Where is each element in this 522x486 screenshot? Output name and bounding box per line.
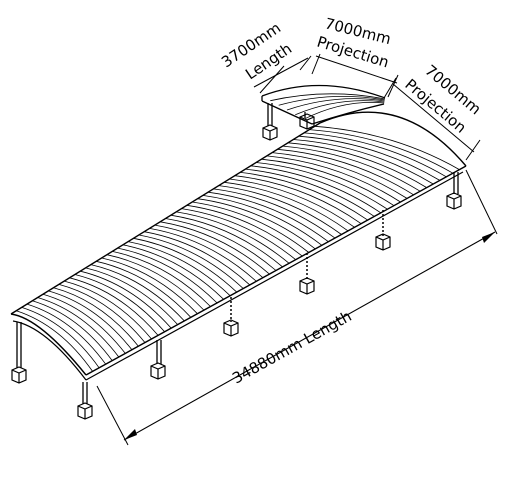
roof-rib bbox=[101, 257, 198, 314]
roof-rib bbox=[21, 307, 100, 369]
main-canopy bbox=[10, 111, 467, 381]
roof-rib bbox=[106, 254, 205, 311]
roof-rib bbox=[266, 155, 401, 203]
roof-rib bbox=[138, 234, 244, 289]
roof-rib bbox=[122, 244, 224, 300]
roof-rib bbox=[80, 270, 172, 329]
roof-rib bbox=[96, 260, 192, 318]
roof-rib bbox=[234, 175, 362, 225]
roof-rib bbox=[176, 211, 290, 264]
roof-rib bbox=[295, 100, 385, 116]
roof-rib bbox=[282, 145, 421, 192]
roof-rib bbox=[160, 221, 270, 275]
main-length-label: 34880mm Length bbox=[229, 307, 354, 387]
roof-rib bbox=[117, 247, 218, 304]
roof-rib bbox=[240, 172, 368, 221]
small-canopy-ribs bbox=[270, 93, 385, 120]
roof-rib bbox=[64, 280, 152, 340]
roof-rib bbox=[256, 162, 388, 210]
roof-rib bbox=[26, 303, 107, 365]
roof-rib bbox=[277, 148, 414, 196]
roof-rib bbox=[272, 152, 408, 199]
roof-rib bbox=[314, 125, 460, 170]
roof-rib bbox=[53, 287, 139, 347]
roof-rib bbox=[170, 214, 283, 268]
roof-rib bbox=[154, 224, 264, 279]
roof-rib bbox=[309, 129, 454, 174]
roof-rib bbox=[286, 98, 385, 111]
dimension-labels: 3700mm Length 7000mm Projection 7000mm P… bbox=[218, 14, 484, 387]
roof-rib bbox=[186, 204, 303, 257]
roof-rib bbox=[165, 218, 277, 271]
roof-rib bbox=[245, 168, 375, 217]
roof-rib bbox=[293, 139, 434, 185]
roof-rib bbox=[37, 297, 120, 358]
roof-rib bbox=[42, 293, 126, 354]
roof-rib bbox=[303, 102, 385, 120]
roof-rib bbox=[208, 191, 329, 243]
roof-rib bbox=[85, 267, 178, 325]
main-canopy-supports bbox=[11, 172, 462, 420]
roof-rib bbox=[144, 231, 251, 286]
roof-rib bbox=[270, 93, 385, 102]
roof-rib bbox=[58, 284, 146, 343]
roof-rib bbox=[298, 135, 441, 181]
roof-rib bbox=[128, 241, 231, 296]
roof-rib bbox=[192, 201, 310, 253]
roof-rib bbox=[229, 178, 355, 228]
small-canopy-supports bbox=[262, 103, 315, 141]
roof-rib bbox=[250, 165, 382, 214]
roof-rib bbox=[218, 185, 342, 235]
roof-rib bbox=[90, 264, 185, 322]
roof-rib bbox=[197, 198, 316, 250]
main-canopy-ribs bbox=[16, 125, 460, 372]
roof-rib bbox=[287, 142, 427, 188]
roof-rib bbox=[181, 208, 296, 261]
roof-rib bbox=[213, 188, 336, 239]
roof-rib bbox=[202, 195, 323, 246]
small-canopy bbox=[261, 84, 386, 125]
dimension-lines bbox=[96, 53, 498, 446]
roof-rib bbox=[48, 290, 133, 351]
roof-rib bbox=[133, 237, 237, 293]
roof-rib bbox=[149, 228, 257, 282]
roof-rib bbox=[112, 251, 211, 307]
roof-rib bbox=[69, 277, 159, 336]
roof-rib bbox=[74, 274, 165, 333]
roof-rib bbox=[16, 310, 93, 372]
roof-rib bbox=[303, 132, 447, 178]
roof-rib bbox=[224, 181, 349, 232]
roof-rib bbox=[261, 158, 395, 206]
roof-rib bbox=[278, 95, 385, 106]
roof-rib bbox=[32, 300, 113, 361]
